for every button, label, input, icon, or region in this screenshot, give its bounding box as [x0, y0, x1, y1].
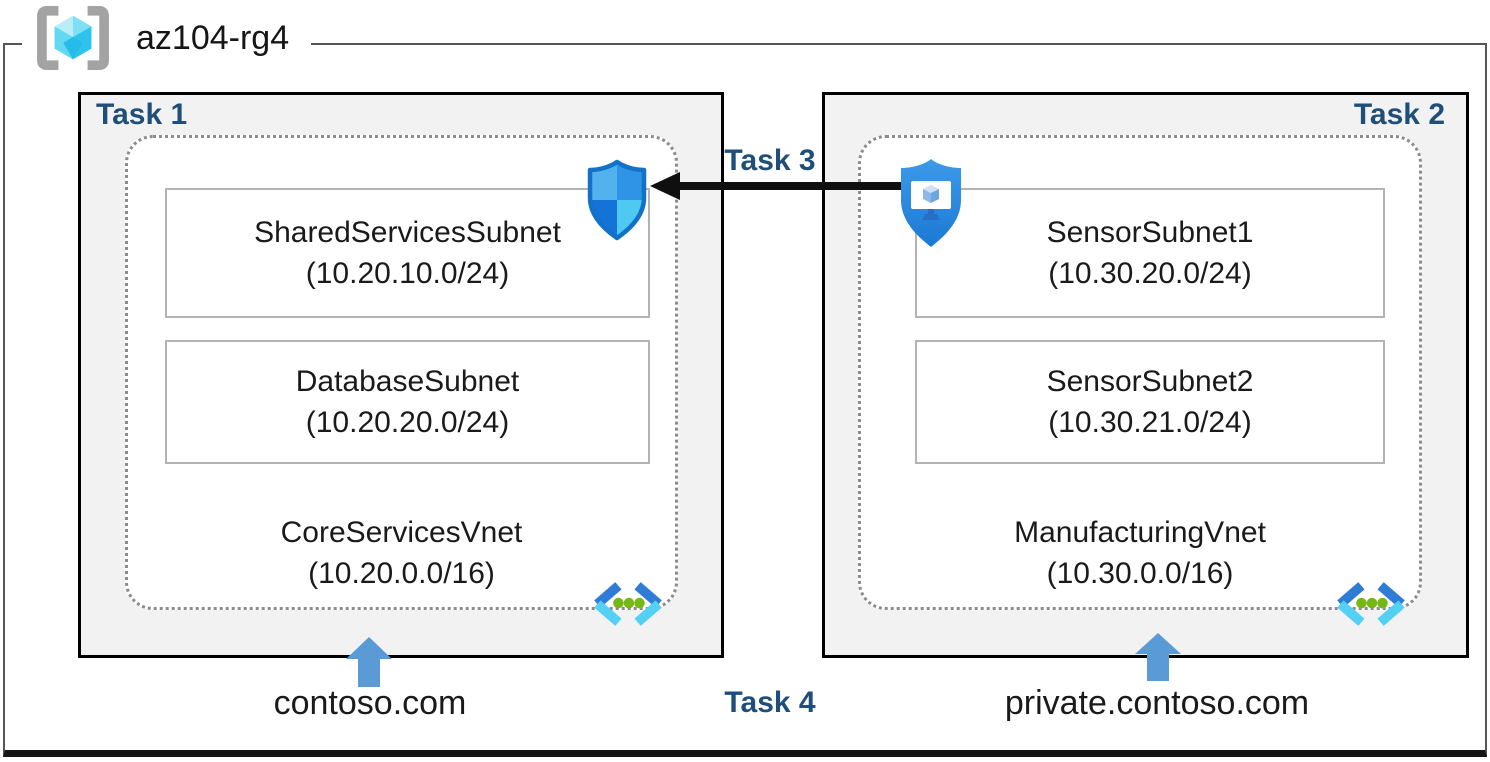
vnet-cidr: (10.30.0.0/16)	[1046, 557, 1234, 591]
subnet-name: SensorSubnet1	[1046, 215, 1254, 249]
database-subnet-box: DatabaseSubnet (10.20.20.0/24)	[165, 340, 650, 464]
dns-zone-label-contoso: contoso.com	[273, 684, 467, 722]
virtual-network-icon	[591, 581, 665, 627]
sensor-subnet1-box: SensorSubnet1 (10.30.20.0/24)	[915, 188, 1385, 318]
task3-label: Task 3	[724, 144, 816, 177]
core-services-vnet-label: CoreServicesVnet (10.20.0.0/16)	[125, 512, 678, 595]
vnet-name: ManufacturingVnet	[1014, 516, 1266, 549]
blue-up-arrow-icon	[1135, 633, 1181, 681]
resource-group-name: az104-rg4	[136, 18, 290, 57]
task4-label: Task 4	[724, 686, 816, 719]
network-security-group-shield-icon	[585, 157, 649, 243]
secured-virtual-machine-shield-icon	[896, 155, 966, 251]
subnet-cidr: (10.30.21.0/24)	[1048, 406, 1252, 439]
resource-group-icon	[32, 4, 114, 72]
sensor-subnet2-box: SensorSubnet2 (10.30.21.0/24)	[915, 340, 1385, 464]
virtual-network-icon	[1334, 581, 1408, 627]
task1-label: Task 1	[96, 98, 188, 131]
vnet-cidr: (10.20.0.0/16)	[308, 557, 495, 591]
subnet-name: SensorSubnet2	[1046, 364, 1254, 398]
manufacturing-vnet-label: ManufacturingVnet (10.30.0.0/16)	[858, 512, 1422, 595]
vnet-name: CoreServicesVnet	[280, 516, 523, 549]
subnet-name: DatabaseSubnet	[295, 364, 520, 398]
resource-group-legend: az104-rg4	[22, 0, 312, 76]
resource-group-icon-svg	[37, 5, 109, 71]
subnet-cidr: (10.20.20.0/24)	[305, 406, 510, 439]
subnet-cidr: (10.30.20.0/24)	[1048, 257, 1252, 290]
subnet-cidr: (10.20.10.0/24)	[305, 257, 510, 290]
resource-group-boundary	[3, 43, 1487, 757]
blue-up-arrow-icon	[346, 637, 392, 687]
dns-zone-label-private-contoso: private.contoso.com	[1004, 684, 1310, 722]
task2-label: Task 2	[1353, 98, 1445, 131]
left-black-arrow-icon	[648, 169, 948, 203]
subnet-name: SharedServicesSubnet	[254, 215, 561, 249]
shared-services-subnet-box: SharedServicesSubnet (10.20.10.0/24)	[165, 188, 650, 318]
